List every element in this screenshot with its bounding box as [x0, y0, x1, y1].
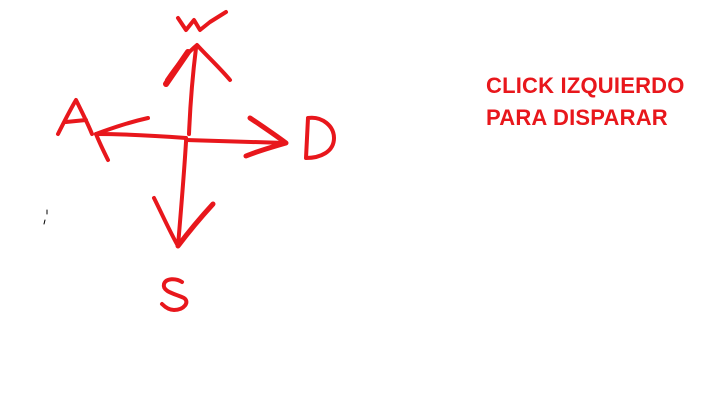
up-arrow-icon	[187, 46, 198, 136]
fire-instructions: CLICK IZQUIERDO PARA DISPARAR	[486, 70, 706, 134]
instruction-line-1: CLICK IZQUIERDO	[486, 73, 685, 98]
key-labels	[56, 10, 336, 312]
key-a-glyph	[56, 98, 94, 136]
down-arrowhead-right	[175, 201, 216, 249]
instruction-line-2: PARA DISPARAR	[486, 105, 668, 130]
key-w-glyph	[176, 10, 228, 32]
key-w-label: W	[195, 19, 196, 21]
right-arrowhead	[243, 115, 289, 159]
key-s-glyph	[160, 277, 189, 312]
arrow-strokes	[43, 43, 289, 249]
down-arrowhead-left	[152, 196, 180, 248]
left-arrow-icon	[94, 132, 188, 140]
stray-mark	[43, 209, 48, 225]
left-arrowhead	[94, 116, 150, 162]
up-arrowhead-thick	[163, 49, 191, 87]
key-d-glyph	[304, 115, 336, 160]
key-d-label: D	[318, 139, 319, 141]
right-arrow-icon	[184, 138, 288, 145]
down-arrow-icon	[176, 140, 188, 248]
up-arrowhead	[165, 43, 232, 82]
